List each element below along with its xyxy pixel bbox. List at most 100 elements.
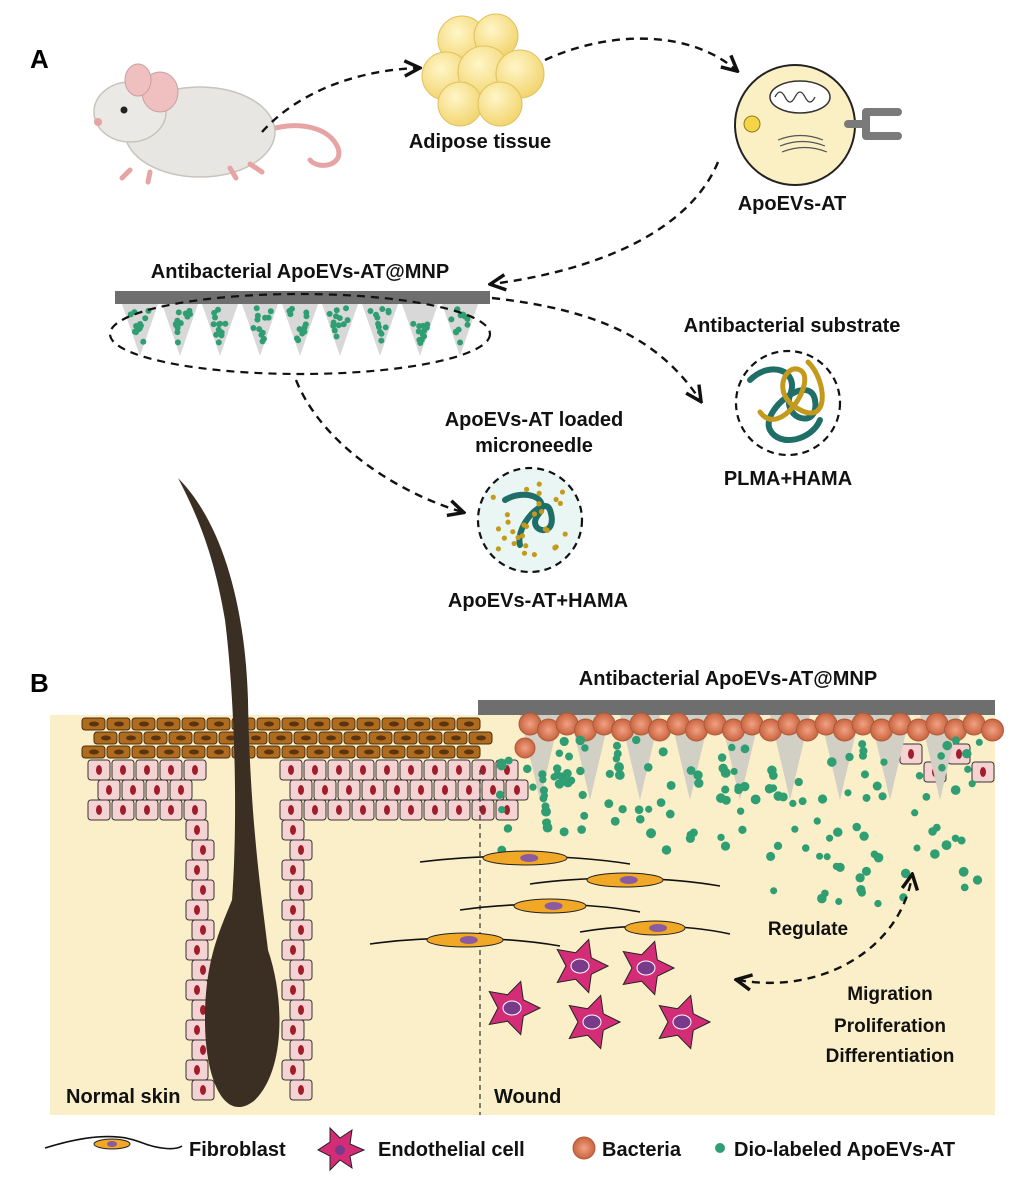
cell-nucleus	[120, 765, 126, 775]
ev-dot	[789, 799, 797, 808]
arrow-mouse-to-adipose	[261, 68, 418, 133]
ev-dot	[661, 845, 672, 855]
ev-dot	[174, 329, 181, 336]
ev-dot	[801, 844, 810, 852]
cell-nucleus	[336, 805, 342, 815]
ev-dot	[515, 534, 521, 541]
keratinocyte-nucleus	[289, 749, 299, 755]
ev-dot	[331, 327, 338, 334]
ev-dot	[457, 339, 464, 346]
ev-dot	[531, 511, 538, 517]
cell-nucleus	[194, 905, 200, 915]
cell-nucleus	[408, 805, 414, 815]
ev-dot	[529, 783, 537, 791]
cell-nucleus	[490, 785, 496, 795]
ev-dot	[858, 751, 867, 760]
cell-nucleus	[194, 1025, 200, 1035]
cell-nucleus	[466, 785, 472, 795]
keratinocyte-nucleus	[326, 735, 336, 741]
cell-nucleus	[298, 965, 304, 975]
cell-nucleus	[346, 785, 352, 795]
cell-nucleus	[178, 785, 184, 795]
ev-dot	[373, 311, 380, 318]
ev-dot	[952, 736, 960, 745]
ev-dot	[913, 844, 921, 852]
cell-nucleus	[288, 765, 294, 775]
ev-dot	[950, 785, 961, 795]
cell-nucleus	[200, 1045, 206, 1055]
keratinocyte-nucleus	[339, 721, 349, 727]
ev-dot	[693, 770, 703, 780]
cell-nucleus	[432, 805, 438, 815]
cell-nucleus	[200, 845, 206, 855]
cell-nucleus	[408, 765, 414, 775]
cell-nucleus	[298, 925, 304, 935]
regulate-label: Regulate	[768, 919, 848, 940]
ev-dot	[576, 766, 585, 776]
ev-dot	[172, 321, 179, 328]
ev-dot	[852, 822, 862, 832]
cell-nucleus	[418, 785, 424, 795]
ev-dot	[210, 321, 217, 328]
keratinocyte-nucleus	[451, 735, 461, 741]
ev-dot	[612, 754, 621, 763]
ev-dot	[216, 321, 223, 328]
ev-dot	[379, 306, 386, 313]
ev-dot	[844, 789, 852, 797]
ev-dot	[523, 543, 529, 549]
keratinocyte-nucleus	[214, 749, 224, 755]
ev-dot	[222, 320, 229, 327]
ev-dot	[495, 546, 501, 552]
ev-dot	[922, 792, 931, 801]
cell-nucleus	[290, 905, 296, 915]
ev-dot	[505, 519, 511, 525]
ev-dot	[326, 310, 333, 317]
cell-nucleus	[194, 945, 200, 955]
cell-nucleus	[298, 1045, 304, 1055]
ev-dot	[495, 526, 502, 532]
keratinocyte-nucleus	[401, 735, 411, 741]
ev-dot	[767, 765, 777, 775]
ev-dot	[827, 757, 837, 767]
ev-dot	[578, 790, 587, 800]
ev-dot	[942, 740, 952, 751]
ev-dot	[964, 765, 972, 774]
regulate-arrow	[738, 876, 912, 983]
ev-dot	[559, 736, 569, 747]
ev-dot	[536, 481, 542, 487]
keratinocyte-nucleus	[176, 735, 186, 741]
ev-dot	[646, 828, 657, 839]
cell-nucleus	[432, 765, 438, 775]
ev-dot	[604, 799, 614, 809]
ev-dot	[770, 887, 778, 895]
ev-dot	[542, 822, 553, 833]
cell-nucleus	[200, 1005, 206, 1015]
ev-dot	[960, 883, 969, 892]
ev-dot	[174, 339, 181, 346]
cell-nucleus	[200, 965, 206, 975]
ev-dot	[448, 316, 455, 323]
cell-nucleus	[298, 785, 304, 795]
bacteria-layer	[514, 712, 1004, 759]
ev-dot	[559, 489, 566, 495]
ev-dot	[686, 766, 696, 775]
keratinocyte-nucleus	[414, 721, 424, 727]
mnp-backing-a	[115, 291, 490, 304]
cell-nucleus	[384, 805, 390, 815]
ev-dot	[333, 313, 340, 320]
cell-nucleus	[290, 945, 296, 955]
cell-nucleus	[394, 785, 400, 795]
ev-dot	[410, 320, 417, 327]
mnp-title-a: Antibacterial ApoEVs-AT@MNP	[151, 261, 449, 283]
ev-dot	[717, 833, 725, 842]
cell-nucleus	[144, 765, 150, 775]
ev-dot	[142, 315, 149, 322]
ev-dot	[878, 792, 887, 801]
ev-dot	[267, 308, 274, 315]
ev-dot	[523, 486, 530, 492]
ev-dot	[536, 490, 542, 496]
cell-nucleus	[956, 749, 962, 759]
cell-nucleus	[194, 985, 200, 995]
keratinocyte-nucleus	[414, 749, 424, 755]
